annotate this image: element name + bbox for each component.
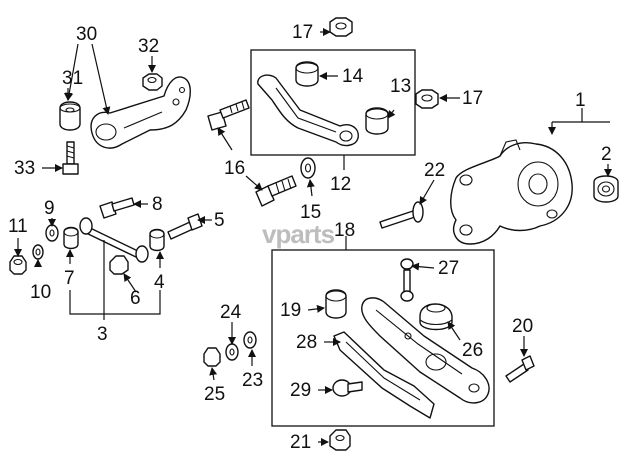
- link-nut-part[interactable]: [109, 255, 129, 275]
- callout-30: 30: [76, 24, 97, 45]
- flange-nut-part[interactable]: [329, 17, 353, 37]
- mount-part[interactable]: [419, 303, 453, 331]
- arm-bolt-part[interactable]: [207, 99, 250, 131]
- arm-group-box: [250, 49, 416, 156]
- upper-control-arm-part[interactable]: [257, 74, 359, 147]
- callout-24: 24: [220, 302, 242, 323]
- bolt-part[interactable]: [62, 141, 79, 175]
- bushing-part[interactable]: [59, 101, 81, 131]
- callout-17-top: 17: [292, 22, 313, 43]
- callout-26: 26: [462, 340, 483, 361]
- callout-16: 16: [224, 158, 245, 179]
- callout-23: 23: [242, 370, 263, 391]
- bracket-bolt-part[interactable]: [332, 379, 363, 397]
- washer-4-part[interactable]: [225, 343, 239, 361]
- callout-4: 4: [154, 272, 165, 293]
- washer-3-part[interactable]: [32, 244, 44, 260]
- link-bolt-2-part[interactable]: [167, 213, 203, 240]
- callout-12: 12: [330, 174, 351, 195]
- crossmember-bushing-part[interactable]: [325, 289, 347, 319]
- arm-bracket-part[interactable]: [333, 331, 435, 419]
- mount-nut-part[interactable]: [329, 429, 351, 451]
- callout-10: 10: [30, 282, 51, 303]
- adjust-bolt-part[interactable]: [255, 175, 297, 207]
- callout-3: 3: [97, 324, 108, 345]
- stabilizer-link-part[interactable]: [400, 258, 414, 302]
- callout-31: 31: [62, 68, 83, 89]
- crossmember-group-box: [271, 249, 495, 427]
- mount-bolt-part[interactable]: [505, 355, 535, 383]
- callout-15: 15: [300, 202, 321, 223]
- watermark: vparts: [262, 219, 335, 249]
- callout-28: 28: [296, 332, 317, 353]
- knuckle-bushing-part[interactable]: [593, 175, 619, 203]
- nut-3-part[interactable]: [203, 347, 221, 367]
- lateral-link-part[interactable]: [79, 217, 149, 263]
- nut-2-part[interactable]: [9, 255, 27, 275]
- washer-part[interactable]: [300, 157, 316, 179]
- callout-25: 25: [204, 384, 225, 405]
- callout-1: 1: [575, 90, 586, 111]
- toe-bolt-part[interactable]: [379, 201, 424, 229]
- link-bushing-2-part[interactable]: [149, 228, 165, 252]
- nut-part[interactable]: [142, 73, 163, 91]
- link-bushing-part[interactable]: [63, 226, 79, 250]
- callout-6: 6: [130, 288, 141, 309]
- callout-17-right: 17: [462, 88, 483, 109]
- callout-19: 19: [280, 300, 301, 321]
- flange-nut-2-part[interactable]: [415, 89, 439, 109]
- callout-21: 21: [290, 432, 311, 453]
- callout-8: 8: [152, 194, 163, 215]
- knuckle-part[interactable]: [450, 139, 573, 245]
- washer-2-part[interactable]: [45, 224, 59, 242]
- arm-bushing-2-part[interactable]: [365, 107, 389, 135]
- callout-7: 7: [64, 268, 75, 289]
- callout-22: 22: [424, 160, 445, 181]
- lower-control-arm-part[interactable]: [361, 297, 490, 404]
- callout-27: 27: [438, 258, 459, 279]
- callout-9: 9: [44, 198, 55, 219]
- trailing-arm-part[interactable]: [90, 76, 191, 149]
- callout-32: 32: [138, 36, 159, 57]
- callout-13: 13: [390, 76, 411, 97]
- callout-33: 33: [14, 158, 35, 179]
- link-bolt-part[interactable]: [99, 197, 135, 219]
- callout-5: 5: [214, 210, 225, 231]
- callout-14: 14: [342, 66, 364, 87]
- arm-bushing-part[interactable]: [295, 61, 319, 87]
- callout-29: 29: [290, 380, 311, 401]
- callout-18: 18: [334, 220, 355, 241]
- washer-5-part[interactable]: [243, 331, 257, 349]
- callout-20: 20: [512, 316, 533, 337]
- callout-11: 11: [8, 216, 28, 237]
- callout-2: 2: [601, 144, 612, 165]
